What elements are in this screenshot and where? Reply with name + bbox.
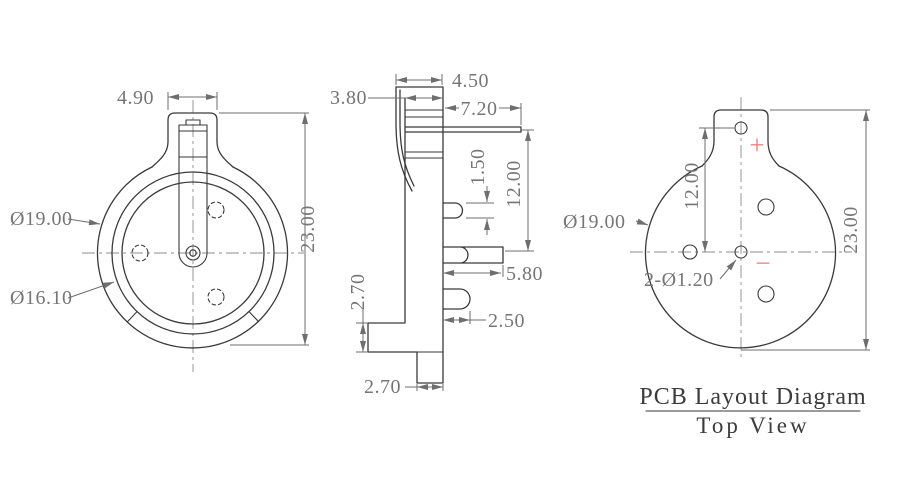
side-pin-length-dim: 7.20 (461, 98, 498, 120)
side-bottom-pin-dim: 2.50 (488, 310, 525, 332)
pcb-hole-spec-label: 2-Ø1.20 (644, 269, 714, 291)
front-ring-circle (111, 171, 275, 335)
caption-block: PCB Layout Diagram Top View (639, 384, 866, 438)
pcb-tab-outline (701, 109, 780, 167)
side-pin-span-dim: 12.00 (503, 160, 525, 208)
side-pin-a (442, 202, 464, 219)
front-center-hole-outer (185, 245, 201, 261)
pcb-hole-upper-right (757, 198, 775, 216)
front-outer-diameter-leader (67, 218, 101, 226)
side-pin-b (442, 246, 504, 264)
front-view: 4.90 23.00 Ø19.00 Ø16.10 (10, 87, 319, 372)
side-spring-clip (395, 86, 415, 192)
pcb-hole-spec-leader (719, 259, 737, 280)
front-height-extension-lines (219, 112, 309, 346)
side-depth-dim: 4.50 (452, 70, 489, 92)
side-fold-lines (367, 109, 444, 353)
front-center-hole-inner (189, 249, 197, 257)
front-strip-fold-lines (178, 130, 208, 158)
side-top-pin (404, 126, 522, 133)
pcb-hole-pitch-dim: 12.00 (681, 162, 703, 210)
side-body-depth-dim: 3.80 (330, 87, 367, 109)
front-tab-width-dim: 4.90 (117, 87, 154, 109)
front-ring-diameter-label: Ø16.10 (10, 287, 72, 309)
front-cavity-circle (121, 181, 265, 325)
front-neck-outline (151, 112, 234, 168)
front-tab-width-extension-lines (167, 92, 218, 110)
front-hidden-hole-upper-right (207, 201, 225, 219)
pcb-hole-center (734, 245, 748, 259)
front-hidden-hole-lower-right (207, 288, 225, 306)
front-ring-notch-left (126, 311, 138, 323)
front-outer-circle (96, 166, 289, 349)
pcb-outline-circle (644, 165, 837, 349)
side-pin-thickness-extensions (466, 202, 494, 219)
front-outer-diameter-label: Ø19.00 (10, 208, 72, 230)
side-mid-pin-dim: 5.80 (506, 263, 543, 285)
side-view: 4.50 3.80 7.20 1.50 12.00 5.80 2.50 2.70 (330, 70, 543, 398)
front-ring-notch-right (248, 311, 260, 323)
front-strip-top-tab (185, 119, 201, 126)
side-foot-dim: 2.70 (347, 274, 369, 311)
caption-title: PCB Layout Diagram (639, 384, 866, 410)
pcb-polarity-negative: − (755, 248, 770, 278)
pcb-hole-lower-right (757, 285, 775, 303)
pcb-hole-top (734, 121, 748, 135)
front-contact-strip (178, 124, 208, 268)
caption-subtitle: Top View (696, 413, 809, 438)
pcb-layout-view: + − 12.00 23.00 Ø19.00 2-Ø1.20 (563, 97, 870, 360)
side-pin-c (442, 288, 471, 310)
side-foot-extensions (356, 322, 368, 353)
side-body-outline (367, 86, 444, 384)
pcb-polarity-positive: + (749, 130, 764, 160)
pcb-height-extensions (741, 109, 870, 351)
front-height-dim: 23.00 (297, 205, 319, 253)
pcb-height-dim: 23.00 (840, 206, 862, 254)
side-pin-thickness-dim: 1.50 (467, 149, 489, 186)
side-peg-dim: 2.70 (364, 376, 401, 398)
pcb-diameter-label: Ø19.00 (563, 211, 625, 233)
front-hidden-hole-left (131, 244, 149, 262)
front-ring-diameter-leader (67, 281, 115, 299)
pcb-diameter-leader (635, 218, 649, 226)
pcb-hole-left (682, 244, 698, 260)
